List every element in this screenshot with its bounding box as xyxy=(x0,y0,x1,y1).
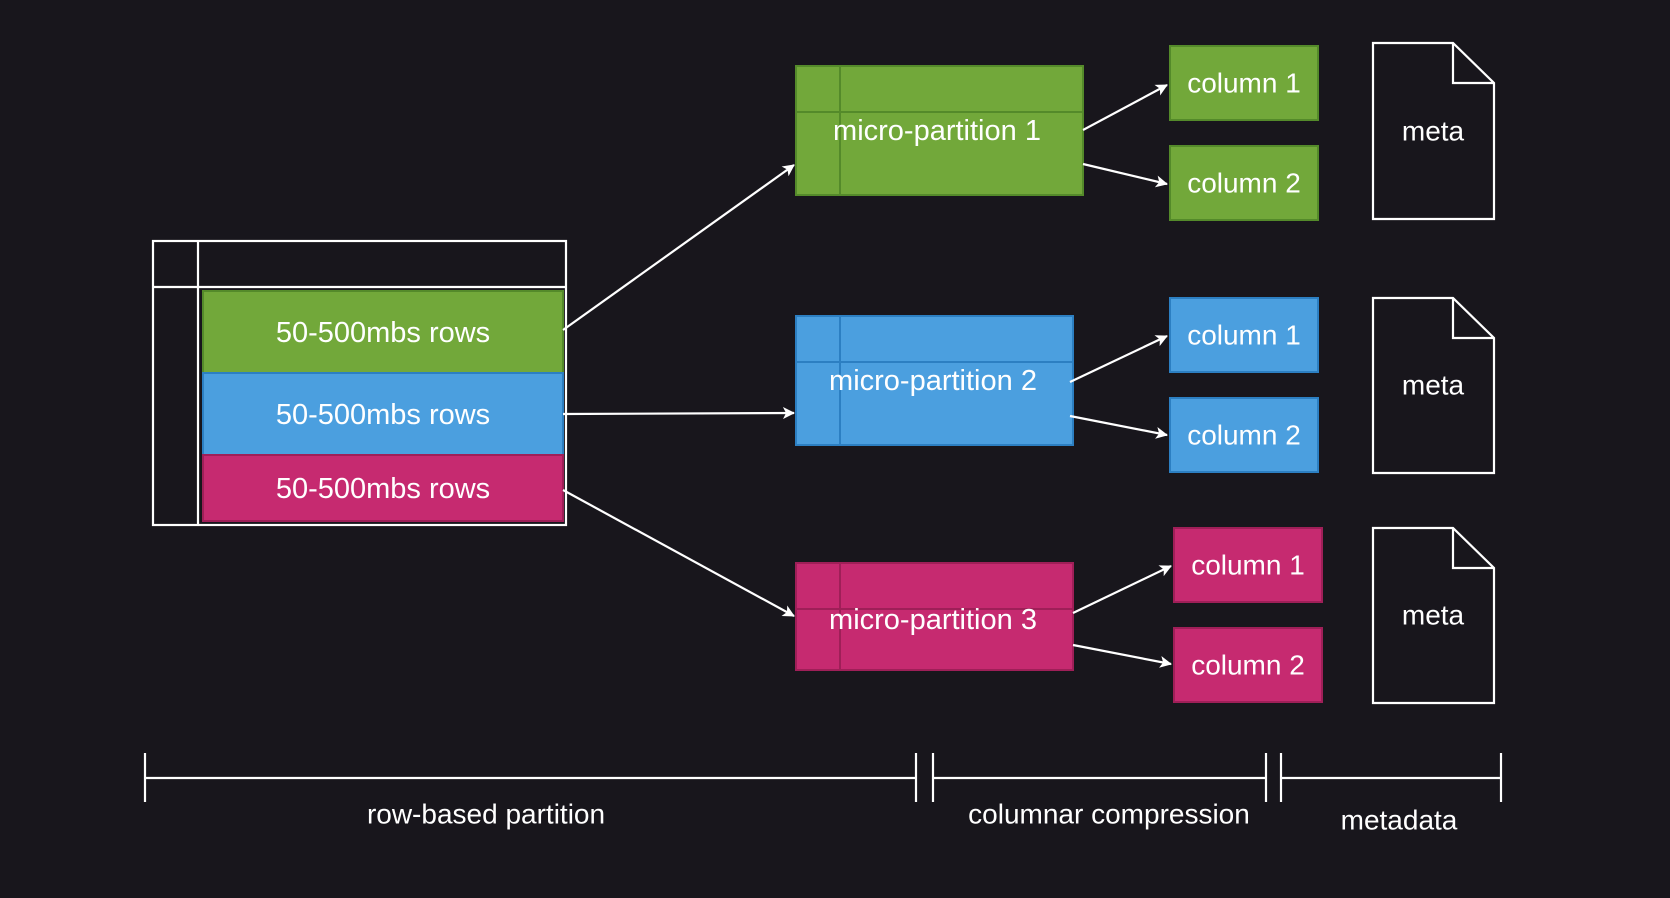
partition-arrows xyxy=(562,164,795,617)
arrow-mp3-column-1 xyxy=(1072,565,1172,614)
micro-partition-3-block xyxy=(795,562,1074,671)
arrow-mp2-column-1 xyxy=(1069,335,1168,383)
source-row-2-label: 50-500mbs rows xyxy=(276,399,490,431)
meta-file-1-label: meta xyxy=(1402,116,1465,147)
source-table-frame xyxy=(151,239,568,527)
micro-partition-2-label: micro-partition 2 xyxy=(829,365,1037,397)
arrow-mp1-column-1 xyxy=(1082,84,1168,131)
micro-partition-1: micro-partition 1 column 1 column 2 meta xyxy=(795,41,1496,221)
meta-file-2-icon: meta xyxy=(1371,296,1496,475)
meta-file-1-icon: meta xyxy=(1371,41,1496,221)
source-row-3-label: 50-500mbs rows xyxy=(276,473,490,505)
source-table: 50-500mbs rows 50-500mbs rows 50-500mbs … xyxy=(151,239,568,527)
mp1-column-2-block xyxy=(1169,145,1319,221)
arrow-mp1-column-2 xyxy=(1082,162,1168,188)
arrow-mp2-column-2 xyxy=(1069,414,1168,439)
arrow-to-micro-partition-1 xyxy=(562,164,795,331)
arrow-mp3-column-2 xyxy=(1072,643,1172,668)
stage-columnar-compression: columnar compression xyxy=(931,753,1268,830)
stage-metadata: metadata xyxy=(1279,753,1503,836)
meta-file-3-icon: meta xyxy=(1371,526,1496,705)
mp3-column-1-block xyxy=(1173,527,1323,603)
source-row-2: 50-500mbs rows xyxy=(202,372,564,456)
stage-3-label: metadata xyxy=(1341,805,1458,836)
micro-partition-1-block xyxy=(795,65,1084,196)
source-row-1-block xyxy=(202,290,564,374)
stage-row-based-partition: row-based partition xyxy=(143,753,918,830)
mp1-column-1-block xyxy=(1169,45,1319,121)
mp2-column-1-label: column 1 xyxy=(1187,320,1301,351)
arrow-to-micro-partition-3 xyxy=(562,489,795,617)
micro-partition-2-block xyxy=(795,315,1074,446)
source-row-3-block xyxy=(202,454,564,522)
meta-file-2-label: meta xyxy=(1402,370,1465,401)
mp3-column-2-label: column 2 xyxy=(1191,650,1305,681)
micro-partition-1-label: micro-partition 1 xyxy=(833,115,1041,147)
micro-partition-2: micro-partition 2 column 1 column 2 meta xyxy=(795,296,1496,475)
micro-partition-3: micro-partition 3 column 1 column 2 meta xyxy=(795,526,1496,705)
mp2-column-2-block xyxy=(1169,397,1319,473)
source-row-1: 50-500mbs rows xyxy=(202,290,564,374)
stage-2-label: columnar compression xyxy=(968,799,1250,830)
mp1-column-2-label: column 2 xyxy=(1187,168,1301,199)
arrow-to-micro-partition-2 xyxy=(562,407,795,420)
mp3-column-1-label: column 1 xyxy=(1191,550,1305,581)
micro-partition-3-label: micro-partition 3 xyxy=(829,604,1037,636)
mp2-column-2-label: column 2 xyxy=(1187,420,1301,451)
source-row-1-label: 50-500mbs rows xyxy=(276,317,490,349)
source-row-3: 50-500mbs rows xyxy=(202,454,564,522)
mp1-column-1-label: column 1 xyxy=(1187,68,1301,99)
meta-file-3-label: meta xyxy=(1402,600,1465,631)
stage-1-label: row-based partition xyxy=(367,799,605,830)
mp3-column-2-block xyxy=(1173,627,1323,703)
mp2-column-1-block xyxy=(1169,297,1319,373)
